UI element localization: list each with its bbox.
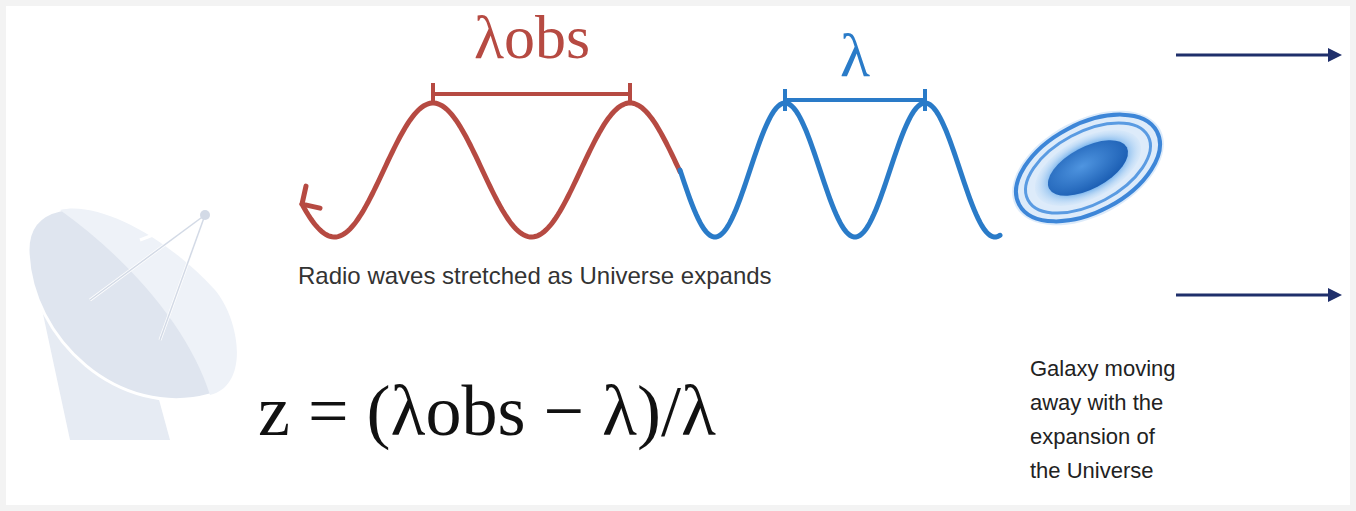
galaxy <box>993 87 1183 249</box>
wavelength-label: λobs <box>474 2 590 73</box>
redshift-formula: z = (λobs − λ)/λ <box>258 370 716 453</box>
galaxy-note: Galaxy moving away with the expansion of… <box>1030 352 1185 488</box>
radio-dish <box>28 208 237 440</box>
wavelength-label: λ <box>840 20 870 91</box>
stretched-wave <box>302 103 680 237</box>
emitted-wave <box>680 103 1000 237</box>
caption-text: Radio waves stretched as Universe expand… <box>298 262 772 290</box>
wavelength-bracket <box>433 83 630 105</box>
wavelength-bracket <box>785 89 925 111</box>
wave-arrowhead <box>302 186 320 208</box>
motion-arrow <box>1176 48 1342 302</box>
